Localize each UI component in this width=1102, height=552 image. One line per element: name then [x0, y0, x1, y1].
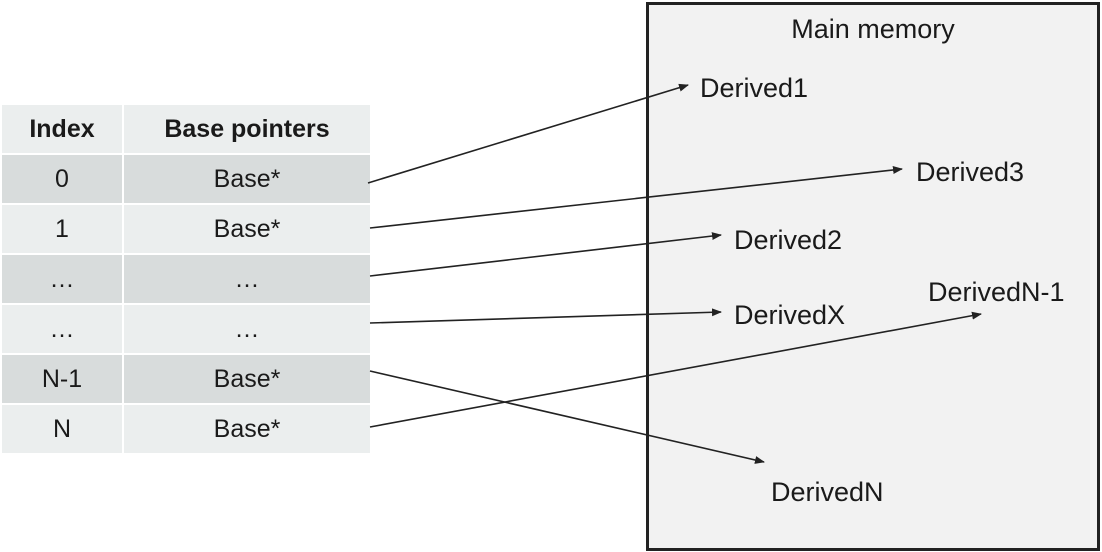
- derived-object-label: DerivedN: [771, 477, 884, 507]
- pointer-arrow: [369, 370, 765, 464]
- pointer-cell: …: [124, 255, 370, 305]
- index-cell: 1: [2, 205, 124, 255]
- table-row: N Base*: [2, 405, 370, 455]
- pointer-arrow: [369, 311, 982, 428]
- index-column-header: Index: [2, 105, 124, 155]
- index-cell: N: [2, 405, 124, 455]
- base-pointer-table: Index Base pointers 0 Base* 1 Base* … … …: [2, 105, 370, 455]
- index-cell: …: [2, 305, 124, 355]
- pointer-cell: Base*: [124, 205, 370, 255]
- main-memory-title: Main memory: [791, 14, 955, 44]
- derived-object-label: Derived2: [734, 225, 843, 255]
- table-row: … …: [2, 305, 370, 355]
- table-row: 1 Base*: [2, 205, 370, 255]
- derived-object-label: Derived3: [916, 157, 1025, 187]
- base-pointers-column-header: Base pointers: [124, 105, 370, 155]
- pointer-arrow: [369, 308, 722, 324]
- derived-object-label: Derived1: [700, 73, 809, 103]
- index-cell: N-1: [2, 355, 124, 405]
- pointer-cell: Base*: [124, 405, 370, 455]
- pointer-cell: Base*: [124, 155, 370, 205]
- pointer-arrow: [367, 83, 689, 184]
- pointer-arrow: [369, 166, 903, 229]
- index-cell: …: [2, 255, 124, 305]
- table-row: N-1 Base*: [2, 355, 370, 405]
- pointer-cell: Base*: [124, 355, 370, 405]
- table-row: … …: [2, 255, 370, 305]
- main-memory-box: [646, 2, 1100, 551]
- pointer-cell: …: [124, 305, 370, 355]
- derived-object-label: DerivedN-1: [928, 277, 1065, 307]
- table-header-row: Index Base pointers: [2, 105, 370, 155]
- derived-object-label: DerivedX: [734, 300, 846, 330]
- pointer-arrow: [369, 232, 722, 277]
- index-cell: 0: [2, 155, 124, 205]
- table-row: 0 Base*: [2, 155, 370, 205]
